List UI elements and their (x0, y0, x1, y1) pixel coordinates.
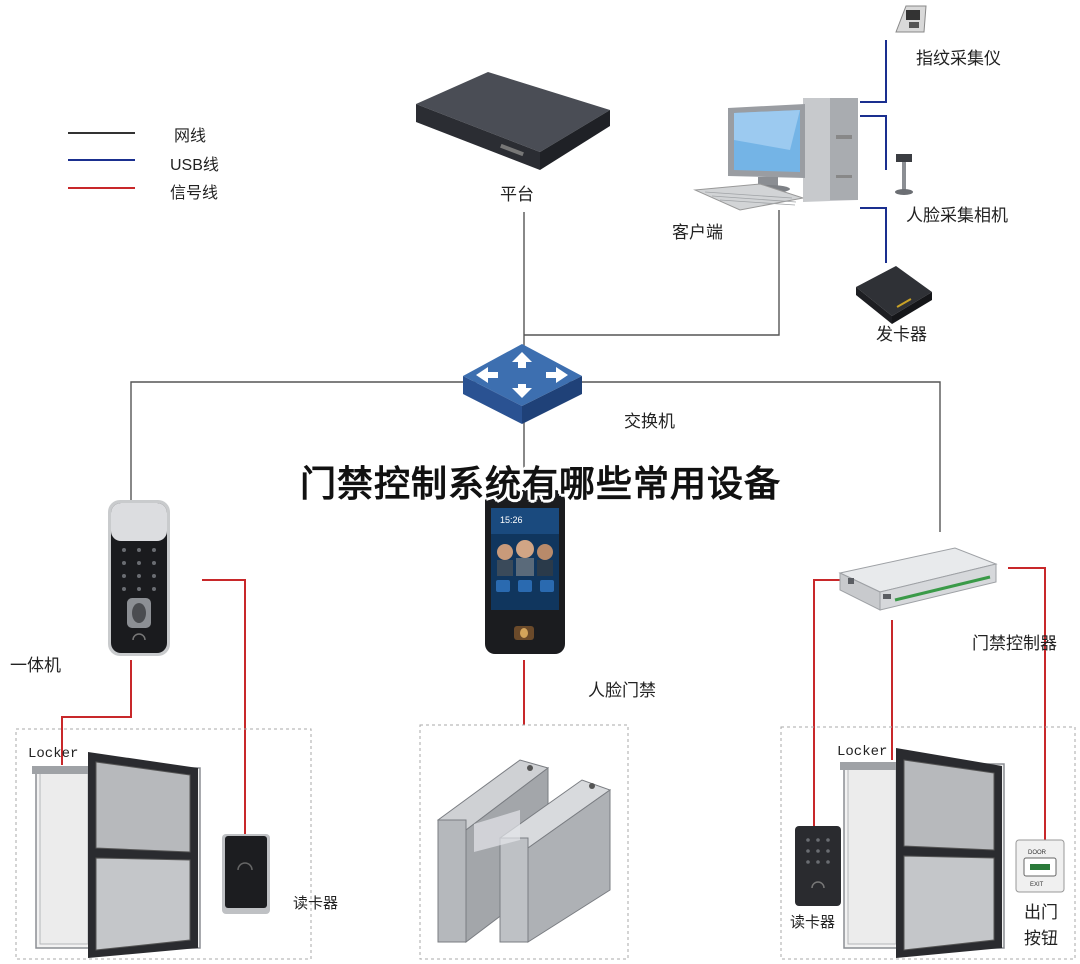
card-issuer-icon (856, 266, 932, 324)
label-exit-button-line1: 出门 (1024, 903, 1058, 923)
label-card-issuer: 发卡器 (876, 325, 927, 345)
legend (68, 132, 135, 189)
area-turnstile (419, 724, 629, 960)
fingerprint-scanner-icon (895, 5, 927, 33)
legend-label-signal: 信号线 (170, 185, 219, 202)
area-left-door (15, 728, 312, 960)
switch-icon (463, 344, 582, 424)
label-reader-right: 读卡器 (790, 913, 836, 931)
signal-cables (61, 567, 1046, 843)
label-controller: 门禁控制器 (972, 634, 1057, 654)
left-door-icon (32, 752, 201, 958)
right-card-reader-icon (795, 826, 841, 906)
label-locker-right: Locker (837, 744, 888, 760)
legend-label-network: 网线 (174, 128, 207, 145)
label-face-access: 人脸门禁 (588, 681, 656, 701)
exit-button-icon (1015, 839, 1065, 893)
left-card-reader-icon (222, 834, 270, 914)
page-title: 门禁控制系统有哪些常用设备 (300, 464, 782, 505)
label-client: 客户端 (672, 223, 723, 243)
legend-label-usb: USB线 (170, 157, 219, 174)
terminal-time: 15:26 (500, 515, 523, 525)
install-areas (15, 724, 1076, 960)
label-face-camera: 人脸采集相机 (906, 206, 1008, 226)
label-reader-left: 读卡器 (293, 894, 339, 912)
usb-cables (860, 40, 887, 263)
label-locker-left: Locker (28, 746, 79, 762)
label-platform: 平台 (500, 185, 534, 205)
label-exit-button-line2: 按钮 (1024, 929, 1058, 949)
label-switch: 交换机 (624, 412, 675, 432)
right-door-icon (840, 748, 1005, 958)
door-sign: DOOR (1028, 850, 1047, 856)
access-controller-icon (838, 547, 998, 611)
turnstile-icon (436, 759, 612, 944)
all-in-one-terminal-icon (108, 500, 170, 656)
area-right-door (780, 726, 1076, 960)
label-fingerprint-scanner: 指纹采集仪 (916, 49, 1001, 69)
client-pc-icon (693, 98, 858, 211)
face-access-terminal-icon (485, 490, 565, 654)
platform-server-icon (416, 72, 610, 170)
label-all-in-one: 一体机 (10, 656, 61, 676)
exit-sign: EXIT (1030, 882, 1044, 888)
face-camera-icon (895, 154, 913, 195)
